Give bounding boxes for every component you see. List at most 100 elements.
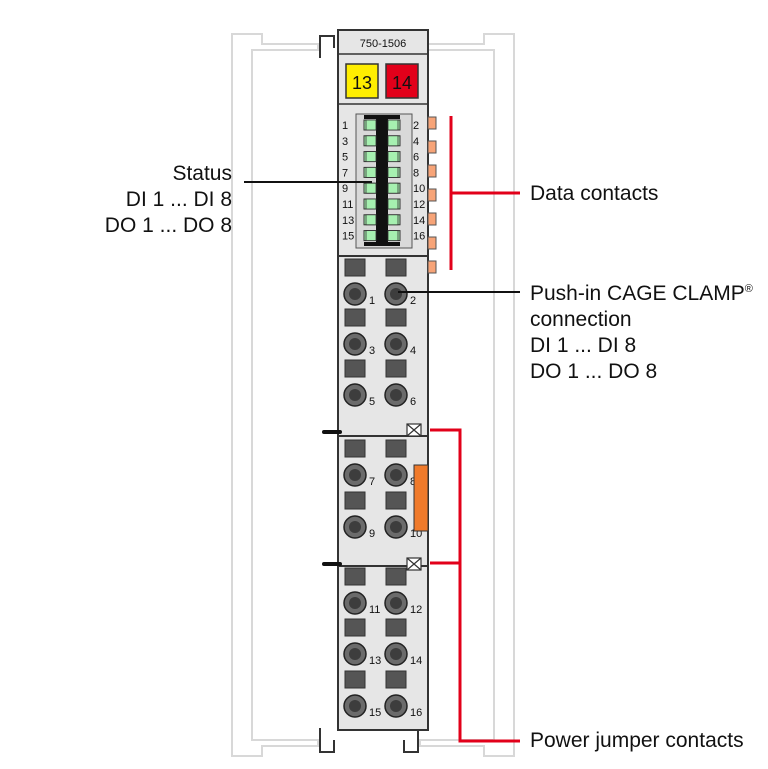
led-lens-left xyxy=(365,119,377,131)
led-number-left: 15 xyxy=(342,231,354,243)
data-contacts-label: Data contacts xyxy=(530,182,659,205)
power-jumper-callout xyxy=(430,428,520,743)
clamp-hole xyxy=(390,597,402,609)
clamp-hole xyxy=(390,338,402,350)
data-contact-pad xyxy=(427,140,437,154)
led-lens-right xyxy=(387,230,399,242)
led-lens-right xyxy=(387,182,399,194)
led-lens-right xyxy=(387,214,399,226)
terminal-number: 15 xyxy=(369,707,381,719)
power-contact-markers xyxy=(406,423,422,571)
terminal-number: 9 xyxy=(369,528,375,540)
release-button xyxy=(344,258,366,277)
led-number-left: 3 xyxy=(342,136,348,148)
terminal-number: 8 xyxy=(410,476,416,488)
led-lens-left xyxy=(365,182,377,194)
led-number-left: 7 xyxy=(342,167,348,179)
status-label-line3: DO 1 ... DO 8 xyxy=(104,214,232,237)
release-button xyxy=(344,439,366,458)
led-number-left: 1 xyxy=(342,120,348,132)
led-lens-left xyxy=(365,151,377,163)
clamp-hole xyxy=(349,521,361,533)
pot-tag-left-label: 13 xyxy=(352,73,372,93)
led-lens-left xyxy=(365,135,377,147)
clamp-hole xyxy=(349,469,361,481)
clamp-hole xyxy=(390,648,402,660)
led-number-right: 8 xyxy=(413,167,419,179)
pushin-label-line2: connection xyxy=(530,308,632,331)
led-number-right: 10 xyxy=(413,183,425,195)
part-number: 750-1506 xyxy=(360,38,407,50)
pushin-label-line3: DI 1 ... DI 8 xyxy=(530,334,637,357)
terminal-number: 3 xyxy=(369,345,375,357)
registered-mark: ® xyxy=(744,283,753,295)
led-number-left: 5 xyxy=(342,152,348,164)
power-jumper-contacts-label: Power jumper contacts xyxy=(530,729,744,752)
terminal-number: 2 xyxy=(410,295,416,307)
release-button xyxy=(385,670,407,689)
led-number-right: 2 xyxy=(413,120,419,132)
status-label-line1: Status xyxy=(172,162,232,185)
status-label: Status DI 1 ... DI 8 DO 1 ... DO 8 xyxy=(100,161,232,239)
led-number-left: 13 xyxy=(342,215,354,227)
clamp-hole xyxy=(349,338,361,350)
din-rail-clips xyxy=(319,35,419,753)
led-number-right: 6 xyxy=(413,152,419,164)
led-lens-left xyxy=(365,166,377,178)
led-spine xyxy=(376,115,388,246)
terminal-number: 4 xyxy=(410,345,416,357)
release-button xyxy=(344,359,366,378)
terminal-number: 13 xyxy=(369,655,381,667)
led-lens-left xyxy=(365,214,377,226)
terminal-number: 16 xyxy=(410,707,422,719)
release-button xyxy=(344,567,366,586)
led-number-right: 4 xyxy=(413,136,419,148)
release-button xyxy=(385,567,407,586)
release-button xyxy=(344,670,366,689)
release-button xyxy=(385,258,407,277)
led-lens-left xyxy=(365,230,377,242)
data-contact-pad xyxy=(427,212,437,226)
terminal-number: 5 xyxy=(369,396,375,408)
data-contact-pad xyxy=(427,236,437,250)
led-number-right: 16 xyxy=(413,231,425,243)
terminal-number: 12 xyxy=(410,604,422,616)
led-lens-right xyxy=(387,166,399,178)
clamp-hole xyxy=(349,700,361,712)
release-button xyxy=(385,491,407,510)
clamp-hole xyxy=(349,288,361,300)
data-contacts-callout xyxy=(449,116,520,270)
pot-tag-left xyxy=(345,63,379,99)
release-button xyxy=(385,618,407,637)
pushin-label-line4: DO 1 ... DO 8 xyxy=(530,360,658,383)
clamp-hole xyxy=(390,469,402,481)
pushin-label-line1: Push-in CAGE CLAMP® xyxy=(530,282,753,305)
release-button xyxy=(344,308,366,327)
data-contact-pad xyxy=(427,116,437,130)
release-button xyxy=(344,618,366,637)
power-jumper-bar xyxy=(413,464,429,532)
led-lens-right xyxy=(387,151,399,163)
led-lens-right xyxy=(387,135,399,147)
pushin-cage-clamp-label: Push-in CAGE CLAMP® connection DI 1 ... … xyxy=(530,281,753,385)
status-leds xyxy=(363,115,401,246)
pot-tag-right-label: 14 xyxy=(392,73,412,93)
led-number-right: 14 xyxy=(413,215,425,227)
clamp-hole xyxy=(390,700,402,712)
status-label-line2: DI 1 ... DI 8 xyxy=(125,188,232,211)
led-number-left: 11 xyxy=(342,199,353,211)
led-lens-left xyxy=(365,198,377,210)
data-contact-pad xyxy=(427,164,437,178)
data-contact-pad xyxy=(427,188,437,202)
clamp-hole xyxy=(390,288,402,300)
led-lens-right xyxy=(387,119,399,131)
clamp-hole xyxy=(390,521,402,533)
led-number-right: 12 xyxy=(413,199,425,211)
clamp-hole xyxy=(390,389,402,401)
terminal-number: 14 xyxy=(410,655,422,667)
terminal-number: 7 xyxy=(369,476,375,488)
release-button xyxy=(385,359,407,378)
release-button xyxy=(385,439,407,458)
